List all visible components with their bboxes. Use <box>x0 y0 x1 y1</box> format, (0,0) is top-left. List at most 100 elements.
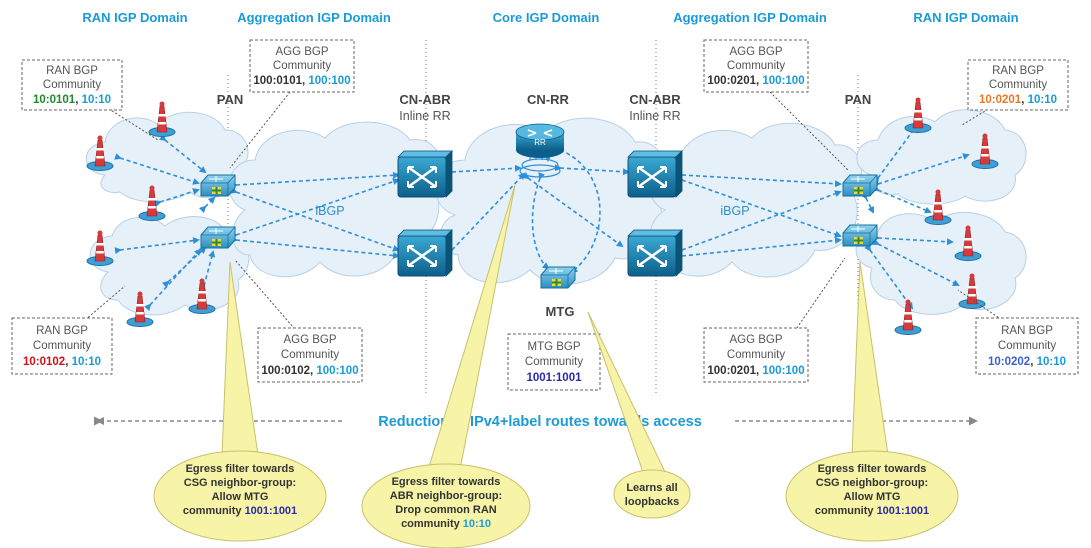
svg-text:AGG BGP: AGG BGP <box>729 334 782 346</box>
pan-switch-icon <box>842 224 878 247</box>
domain-header-ran-right: RAN IGP Domain <box>913 10 1018 25</box>
svg-text:community 1001:1001: community 1001:1001 <box>815 505 929 517</box>
label-cn-abr-right: CN-ABR <box>629 92 681 107</box>
community-box-agg-bottom-left: AGG BGP Community 100:0102, 100:100 <box>257 327 363 383</box>
community-value: 1001:1001 <box>527 372 583 384</box>
svg-text:RAN BGP: RAN BGP <box>36 325 88 337</box>
pan-switch-icon <box>200 174 236 197</box>
community-value: 10:10 <box>1028 94 1057 106</box>
bubble-wedges <box>221 184 889 481</box>
abr-router-icon <box>626 228 684 278</box>
community-value: 10:0101 <box>33 94 76 106</box>
community-value: 1001:1001 <box>245 505 298 517</box>
svg-text:100:0101, 100:100: 100:0101, 100:100 <box>253 75 350 87</box>
label-cn-abr-left: CN-ABR <box>399 92 451 107</box>
community-box-ran-bottom-left: RAN BGP Community 10:0102, 10:10 <box>11 317 113 375</box>
community-value: 100:100 <box>308 75 350 87</box>
label-pan-right: PAN <box>845 92 871 107</box>
label-cn-abr-left-sub: Inline RR <box>399 109 450 123</box>
svg-text:Egress filter towards: Egress filter towards <box>186 463 295 475</box>
svg-text:Learns all: Learns all <box>626 482 677 494</box>
label-cn-abr-right-sub: Inline RR <box>629 109 680 123</box>
svg-text:Allow MTG: Allow MTG <box>844 491 901 503</box>
cloud-ran-right-bottom <box>855 211 1027 315</box>
label-ibgp-left: iBGP <box>315 204 344 218</box>
abr-router-icon <box>396 228 454 278</box>
community-box-ran-bottom-right: RAN BGP Community 10:0202, 10:10 <box>975 317 1079 375</box>
rr-badge: RR <box>534 138 546 147</box>
svg-text:MTG BGP: MTG BGP <box>527 341 580 353</box>
svg-text:RAN BGP: RAN BGP <box>992 65 1044 77</box>
svg-text:Community: Community <box>43 79 101 91</box>
community-box-agg-top-left: AGG BGP Community 100:0101, 100:100 <box>249 39 355 93</box>
pan-switch-icon <box>842 174 878 197</box>
community-box-mtg: MTG BGP Community 1001:1001 <box>507 333 601 391</box>
cell-tower-icon <box>904 97 932 133</box>
svg-text:Community: Community <box>525 356 583 368</box>
community-value: 10:10 <box>72 356 101 368</box>
community-value: 100:0102 <box>261 365 310 377</box>
svg-text:Community: Community <box>998 340 1056 352</box>
community-value: 10:0102 <box>23 356 65 368</box>
callout-bubble-middle: Egress filter towards ABR neighbor-group… <box>361 463 531 548</box>
svg-text:Community: Community <box>727 349 785 361</box>
abr-router-icon <box>626 149 684 199</box>
callout-bubble-left: Egress filter towards CSG neighbor-group… <box>153 450 327 542</box>
svg-text:Egress filter towards: Egress filter towards <box>392 476 501 488</box>
reduction-label: Reduction in IPv4+label routes towards a… <box>378 414 702 430</box>
community-value: 10:10 <box>82 94 111 106</box>
community-box-ran-top-left: RAN BGP Community 10:0101, 10:10 <box>21 59 123 111</box>
label-pan-left: PAN <box>217 92 243 107</box>
community-value: 1001:1001 <box>877 505 930 517</box>
label-cn-rr: CN-RR <box>527 92 569 107</box>
svg-text:100:0201, 100:100: 100:0201, 100:100 <box>707 75 804 87</box>
callout-bubble-right: Egress filter towards CSG neighbor-group… <box>785 450 959 542</box>
community-box-agg-top-right: AGG BGP Community 100:0201, 100:100 <box>703 39 809 93</box>
community-box-ran-top-right: RAN BGP Community 10:0201, 10:10 <box>967 59 1069 111</box>
domain-header-core: Core IGP Domain <box>493 10 600 25</box>
svg-text:CSG neighbor-group:: CSG neighbor-group: <box>184 477 296 489</box>
svg-text:Egress filter towards: Egress filter towards <box>818 463 927 475</box>
community-value: 10:10 <box>463 518 491 530</box>
community-value: 100:100 <box>316 365 358 377</box>
svg-text:Allow MTG: Allow MTG <box>212 491 269 503</box>
pan-switch-icon <box>200 226 236 249</box>
svg-text:community 1001:1001: community 1001:1001 <box>183 505 297 517</box>
svg-text:Community: Community <box>281 349 339 361</box>
abr-router-icon <box>396 149 454 199</box>
svg-text:ABR neighbor-group:: ABR neighbor-group: <box>390 490 502 502</box>
svg-text:10:0102, 10:10: 10:0102, 10:10 <box>23 356 101 368</box>
svg-text:AGG BGP: AGG BGP <box>275 46 328 58</box>
domain-header-ran-left: RAN IGP Domain <box>82 10 187 25</box>
links <box>114 122 970 312</box>
svg-text:Community: Community <box>727 60 785 72</box>
svg-text:100:0102, 100:100: 100:0102, 100:100 <box>261 365 358 377</box>
community-value: 100:0101 <box>253 75 302 87</box>
svg-text:Community: Community <box>33 340 91 352</box>
label-ibgp-right: iBGP <box>720 204 749 218</box>
domain-header-agg-left: Aggregation IGP Domain <box>237 10 391 25</box>
mtg-switch-icon <box>540 266 576 289</box>
community-value: 10:0201 <box>979 94 1022 106</box>
community-value: 100:0201 <box>707 365 756 377</box>
svg-text:loopbacks: loopbacks <box>625 496 679 508</box>
svg-text:10:0201, 10:10: 10:0201, 10:10 <box>979 94 1057 106</box>
label-mtg: MTG <box>546 304 575 319</box>
svg-text:community 10:10: community 10:10 <box>401 518 491 530</box>
svg-text:RAN BGP: RAN BGP <box>1001 325 1053 337</box>
svg-text:100:0201, 100:100: 100:0201, 100:100 <box>707 365 804 377</box>
domain-header-agg-right: Aggregation IGP Domain <box>673 10 827 25</box>
svg-text:10:0101, 10:10: 10:0101, 10:10 <box>33 94 111 106</box>
cloud-ran-right-top <box>856 109 1027 205</box>
community-box-agg-bottom-right: AGG BGP Community 100:0201, 100:100 <box>703 327 809 383</box>
svg-text:AGG BGP: AGG BGP <box>283 334 336 346</box>
svg-text:RAN BGP: RAN BGP <box>46 65 98 77</box>
community-value: 10:0202 <box>988 356 1030 368</box>
svg-text:10:0202, 10:10: 10:0202, 10:10 <box>988 356 1066 368</box>
svg-text:Drop common RAN: Drop common RAN <box>395 504 497 516</box>
svg-text:AGG BGP: AGG BGP <box>729 46 782 58</box>
svg-text:CSG neighbor-group:: CSG neighbor-group: <box>816 477 928 489</box>
svg-text:1001:1001: 1001:1001 <box>527 372 583 384</box>
community-value: 100:100 <box>762 75 804 87</box>
